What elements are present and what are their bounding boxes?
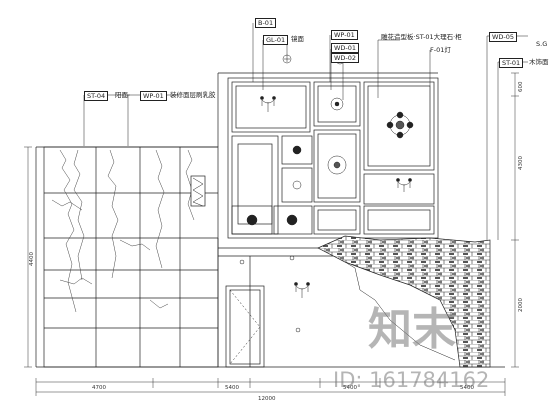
label-st01-suffix: 木饰面	[529, 58, 549, 66]
stone-wall	[317, 235, 491, 368]
label-wp01: WP-01	[140, 91, 167, 101]
label-fixture: F-01灯	[430, 46, 451, 54]
watermark-id: ID: 161784162	[333, 368, 490, 392]
label-wp01b: WP-01	[331, 30, 358, 40]
label-gl01-suffix: 镜面	[291, 35, 304, 43]
marble-veining	[51, 149, 195, 313]
door	[225, 285, 265, 368]
label-wd01: WD-01	[331, 43, 360, 53]
dim-bottom-mid1: 5400	[225, 385, 239, 391]
label-wd02: WD-02	[331, 53, 360, 63]
ornaments	[239, 54, 414, 333]
dimension-lines	[24, 72, 519, 396]
dim-bottom-right: 5400	[460, 385, 474, 391]
label-gl01: GL-01	[263, 35, 289, 45]
niche-panel	[190, 175, 206, 207]
dim-right-height: 4300	[518, 156, 524, 170]
dim-left-height: 4400	[29, 252, 35, 266]
leader-lines	[83, 23, 528, 240]
dim-bottom-left: 4700	[92, 385, 106, 391]
label-st01: ST-01	[499, 58, 524, 68]
label-st04: ST-04	[84, 91, 109, 101]
label-wp01-suffix: 装修面层刷乳胶	[170, 91, 216, 99]
label-wd05: WD-05	[489, 32, 518, 42]
label-st04-suffix: 阳面	[115, 91, 128, 99]
label-carved-note: 雕花造型板·ST-01大理石·柜	[381, 33, 462, 41]
watermark-logo: 知末	[368, 304, 456, 355]
marble-grid	[44, 147, 218, 367]
corner-mark: S.G	[536, 40, 548, 48]
dim-right-lower: 2000	[518, 298, 524, 312]
dim-total: 12000	[258, 396, 276, 402]
label-b01: B-01	[255, 18, 277, 28]
upper-cabinet-frame	[227, 77, 439, 239]
dim-bottom-mid2: 5400	[343, 385, 357, 391]
dim-right-top: 600	[518, 81, 524, 93]
